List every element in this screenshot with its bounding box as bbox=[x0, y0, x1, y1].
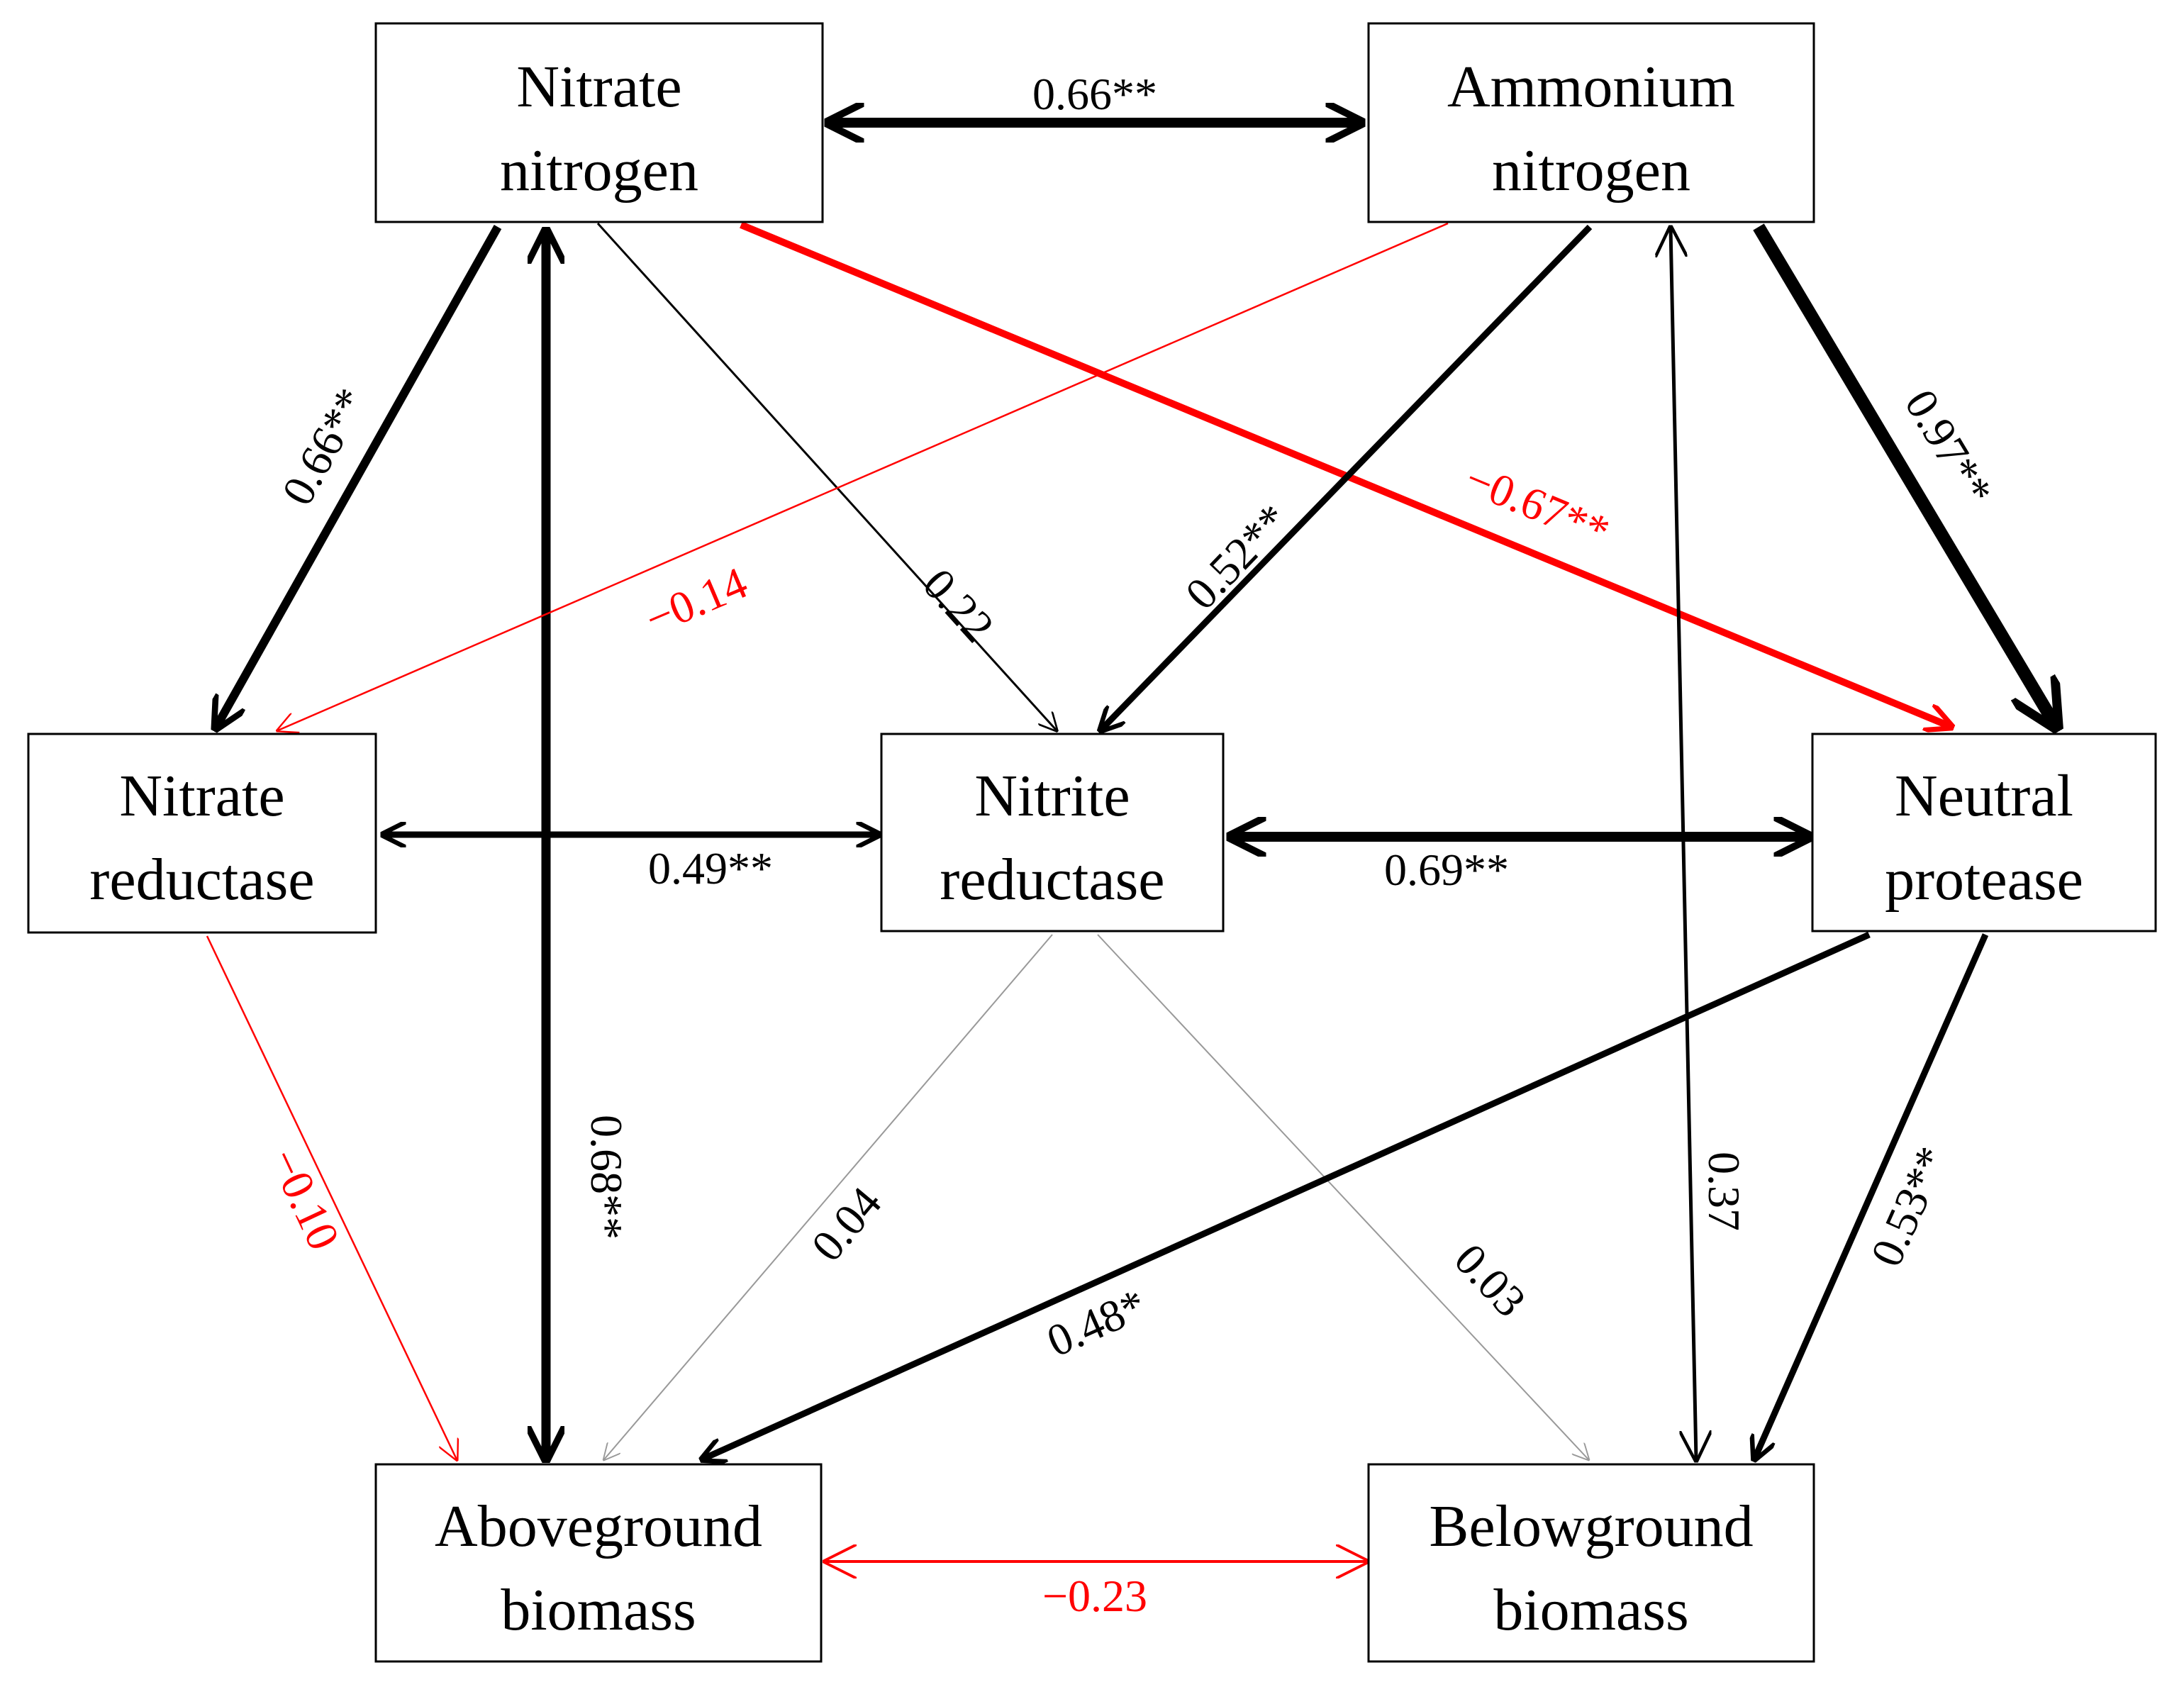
node-label-line1: Nitrate bbox=[119, 763, 284, 829]
edge-label-ammonium-nitrogen-nitrate-reductase: −0.14 bbox=[638, 557, 754, 645]
node-label-line1: Nitrite bbox=[974, 763, 1130, 829]
edge-nitrite-reductase-belowground-biomass bbox=[1097, 934, 1588, 1459]
node-label-line2: reductase bbox=[940, 847, 1164, 913]
node-label-line2: biomass bbox=[501, 1577, 696, 1643]
edge-label-nitrate-nitrogen-aboveground-biomass: 0.68** bbox=[581, 1115, 632, 1240]
node-label-line1: Neutral bbox=[1895, 763, 2073, 829]
edge-ammonium-nitrogen-nitrate-reductase bbox=[278, 222, 1449, 730]
node-belowground-biomass: Belowground biomass bbox=[1367, 1463, 1815, 1663]
edge-neutral-protease-belowground-biomass bbox=[1754, 933, 1989, 1459]
edge-nitrate-nitrogen-nitrite-reductase bbox=[596, 222, 1057, 730]
edge-nitrate-reductase-aboveground-biomass bbox=[206, 935, 457, 1459]
edge-label-aboveground-biomass-belowground-biomass: −0.23 bbox=[1042, 1571, 1147, 1621]
node-box bbox=[1367, 1463, 1815, 1663]
node-label-line2: nitrogen bbox=[1492, 138, 1690, 204]
edge-label-nitrate-reductase-nitrite-reductase: 0.49** bbox=[648, 843, 773, 893]
edge-ammonium-nitrogen-nitrite-reductase bbox=[1101, 224, 1593, 730]
edge-label-nitrate-nitrogen-nitrite-reductase: 0.22 bbox=[913, 559, 1004, 652]
edge-ammonium-nitrogen-belowground-biomass bbox=[1671, 228, 1696, 1459]
edge-label-nitrate-nitrogen-nitrate-reductase: 0.66** bbox=[272, 379, 376, 513]
edge-label-nitrite-reductase-aboveground-biomass: 0.04 bbox=[801, 1177, 891, 1270]
node-label-line1: Belowground bbox=[1429, 1493, 1753, 1559]
node-label-line1: Ammonium bbox=[1447, 54, 1735, 120]
edge-neutral-protease-aboveground-biomass bbox=[702, 931, 1871, 1459]
node-aboveground-biomass: Aboveground biomass bbox=[374, 1463, 823, 1663]
node-box bbox=[1811, 733, 2157, 932]
node-nitrite-reductase: Nitrite reductase bbox=[880, 733, 1225, 932]
node-neutral-protease: Neutral protease bbox=[1811, 733, 2157, 932]
node-box bbox=[1367, 22, 1815, 223]
edge-label-nitrite-reductase-neutral-protease: 0.69** bbox=[1384, 845, 1509, 895]
node-label-line2: biomass bbox=[1493, 1577, 1688, 1643]
node-box bbox=[374, 22, 824, 223]
node-label-line1: Nitrate bbox=[516, 54, 681, 120]
node-box bbox=[27, 733, 377, 934]
node-label-line1: Aboveground bbox=[435, 1493, 762, 1559]
node-box bbox=[374, 1463, 823, 1663]
node-label-line2: reductase bbox=[89, 847, 314, 913]
edge-nitrite-reductase-aboveground-biomass bbox=[604, 934, 1053, 1459]
edge-ammonium-nitrogen-neutral-protease bbox=[1753, 223, 2056, 727]
edge-nitrate-nitrogen-nitrate-reductase bbox=[216, 225, 502, 728]
node-label-line2: nitrogen bbox=[500, 138, 698, 204]
edge-label-nitrate-nitrogen-ammonium-nitrogen: 0.66** bbox=[1032, 69, 1157, 119]
edge-label-ammonium-nitrogen-nitrite-reductase: 0.52** bbox=[1176, 494, 1298, 619]
edge-label-nitrite-reductase-belowground-biomass: 0.03 bbox=[1445, 1234, 1536, 1326]
edge-label-neutral-protease-belowground-biomass: 0.53** bbox=[1861, 1139, 1957, 1274]
edge-label-ammonium-nitrogen-belowground-biomass: 0.37 bbox=[1699, 1152, 1749, 1231]
edge-label-nitrate-reductase-aboveground-biomass: −0.10 bbox=[260, 1141, 350, 1257]
node-ammonium-nitrogen: Ammonium nitrogen bbox=[1367, 22, 1815, 223]
node-nitrate-nitrogen: Nitrate nitrogen bbox=[374, 22, 824, 223]
node-nitrate-reductase: Nitrate reductase bbox=[27, 733, 377, 934]
node-label-line2: protease bbox=[1885, 847, 2083, 913]
node-box bbox=[880, 733, 1225, 932]
edge-label-neutral-protease-aboveground-biomass: 0.48* bbox=[1040, 1279, 1153, 1366]
edge-label-nitrate-nitrogen-neutral-protease: −0.67** bbox=[1459, 453, 1617, 557]
